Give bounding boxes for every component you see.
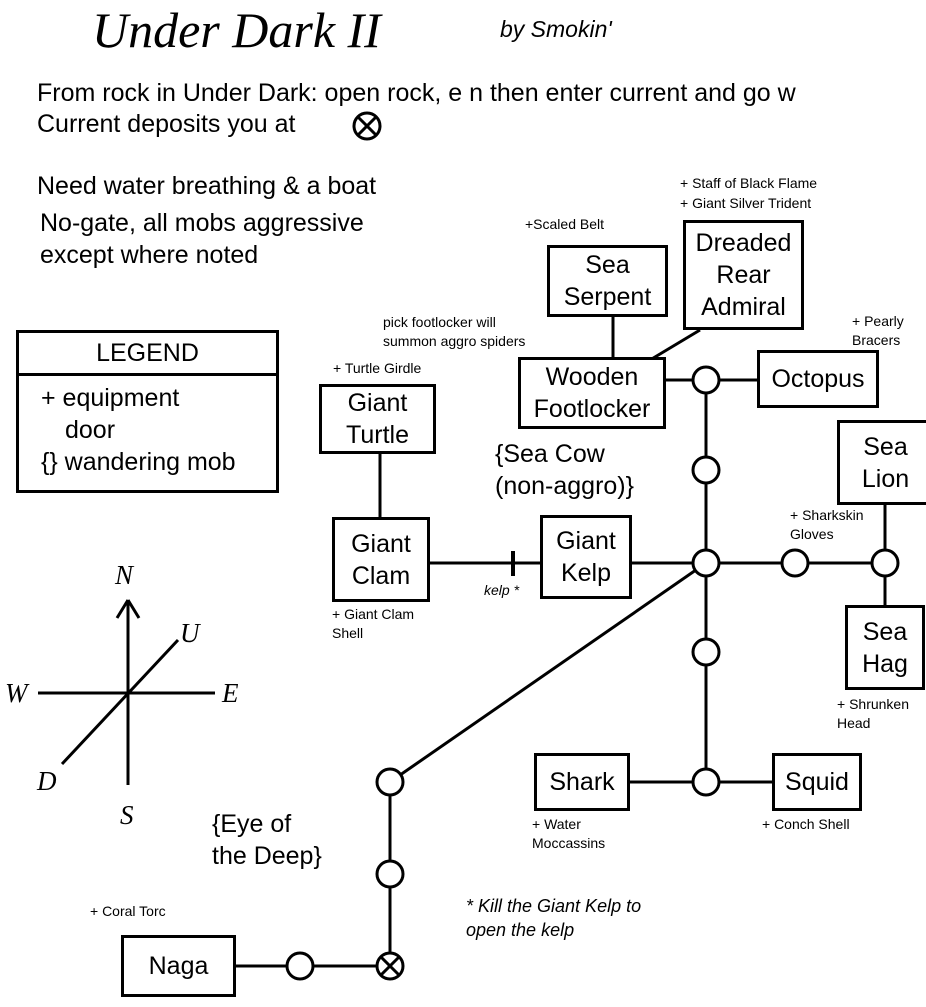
legend-box: LEGEND + equipment door {} wandering mob (16, 330, 279, 493)
legend-wandering: {} wandering mob (41, 448, 236, 476)
room-naga: Naga (121, 935, 236, 997)
note-coral: + Coral Torc (90, 903, 166, 919)
wandering-eye-of-the-deep: {Eye of the Deep} (212, 810, 322, 870)
junction-circle (691, 455, 721, 485)
room-giant-kelp: Giant Kelp (540, 515, 632, 599)
junction-circle (780, 548, 810, 578)
junction-circle (691, 767, 721, 797)
room-wooden-footlocker: Wooden Footlocker (518, 357, 666, 429)
wandering-sea-cow: {Sea Cow (non-aggro)} (495, 440, 634, 500)
diagonal-down-path (389, 561, 707, 784)
compass-up: U (180, 618, 200, 648)
room-sea-serpent: Sea Serpent (547, 245, 668, 317)
junction-circle (285, 951, 315, 981)
admiral-footlocker-link (649, 328, 701, 362)
note-conch: + Conch Shell (762, 816, 850, 832)
kelp-door-label: kelp * (484, 582, 520, 598)
note-pearly-2: Bracers (852, 332, 901, 348)
junction-circle (375, 859, 405, 889)
note-shrunken-2: Head (837, 715, 871, 731)
legend-title: LEGEND (19, 333, 276, 376)
compass-down: D (37, 766, 57, 796)
room-sea-lion: Sea Lion (837, 420, 926, 505)
note-staff: + Staff of Black Flame (680, 175, 818, 191)
kelp-footnote: * Kill the Giant Kelp to open the kelp (466, 896, 642, 940)
legend-door: door (65, 416, 116, 444)
note-clam-shell-1: + Giant Clam (332, 606, 415, 622)
room-shark: Shark (534, 753, 630, 811)
aggro-line-2: except where noted (40, 241, 259, 269)
aggro-line-1: No-gate, all mobs aggressive (40, 209, 364, 237)
room-sea-hag: Sea Hag (845, 605, 925, 690)
junction-circle (870, 548, 900, 578)
room-dreaded-rear-admiral: Dreaded Rear Admiral (683, 220, 804, 330)
note-trident: + Giant Silver Trident (680, 195, 812, 211)
compass-rose-icon (38, 599, 215, 785)
legend-equipment: + equipment (41, 384, 180, 412)
deposit-line: Current deposits you at (37, 110, 296, 138)
directions-line: From rock in Under Dark: open rock, e n … (37, 79, 796, 107)
note-shrunken-1: + Shrunken (837, 696, 909, 712)
note-scaled-belt: +Scaled Belt (525, 216, 604, 232)
note-turtle-girdle: + Turtle Girdle (333, 360, 422, 376)
room-octopus: Octopus (757, 350, 879, 408)
compass-east: E (222, 678, 239, 708)
junction-circle (691, 365, 721, 395)
note-sharkskin-1: + Sharkskin (790, 507, 864, 523)
map-author: by Smokin' (500, 16, 612, 42)
compass-west: W (5, 678, 28, 708)
junction-circle (375, 767, 405, 797)
note-water-1: + Water (532, 816, 581, 832)
note-water-2: Moccassins (532, 835, 606, 851)
note-clam-shell-2: Shell (332, 625, 364, 641)
note-footlocker-1: pick footlocker will (383, 314, 496, 330)
map-title: Under Dark II (92, 2, 381, 58)
arrival-marker-icon (375, 951, 405, 981)
junction-circle (691, 637, 721, 667)
note-footlocker-2: summon aggro spiders (383, 333, 526, 349)
note-sharkskin-2: Gloves (790, 526, 834, 542)
room-giant-clam: Giant Clam (332, 517, 430, 602)
deposit-marker-icon (352, 111, 382, 141)
note-pearly-1: + Pearly (852, 313, 904, 329)
compass-south: S (120, 800, 134, 830)
junction-circle (691, 548, 721, 578)
room-giant-turtle: Giant Turtle (319, 384, 436, 454)
requirements-line: Need water breathing & a boat (37, 172, 377, 200)
room-squid: Squid (772, 753, 862, 811)
compass-north: N (115, 560, 134, 590)
